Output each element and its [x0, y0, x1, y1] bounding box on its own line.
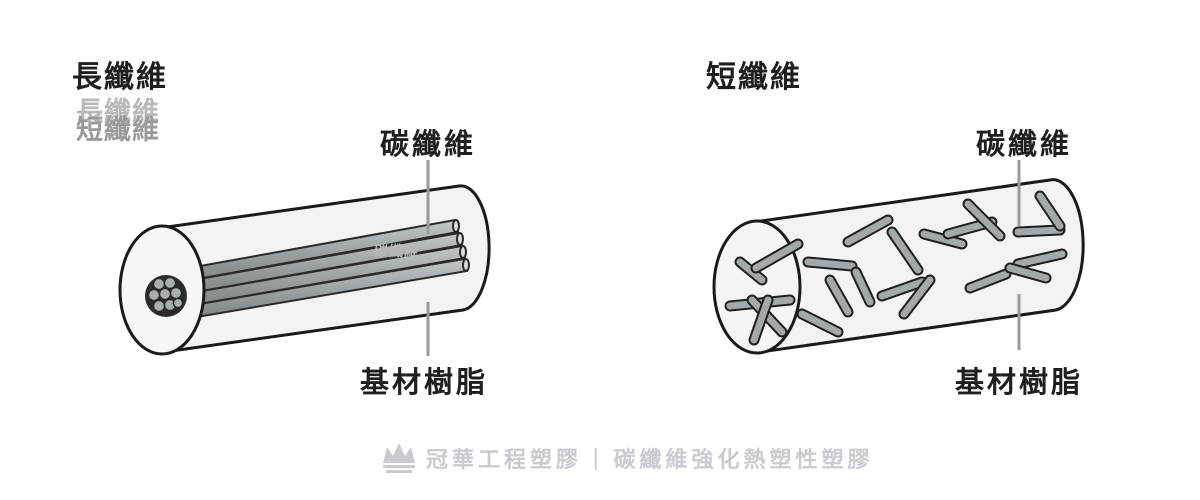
short-fiber-core	[888, 228, 922, 274]
ghost-overlap-text: 長纖維短纖維	[76, 97, 160, 146]
short-fibers	[724, 190, 1068, 346]
ghost-line-1: 長纖維	[76, 97, 160, 128]
watermark-company: 冠華工程塑膠	[426, 448, 583, 473]
ghost-line-2: 短纖維	[76, 115, 160, 146]
short-fiber-core	[1014, 250, 1066, 268]
short-fiber-core	[1014, 226, 1064, 236]
svg-text:碳纖維: 碳纖維	[374, 243, 419, 260]
short-fiber-core	[844, 216, 892, 246]
short-fiber-core	[964, 200, 1004, 240]
long-fiber-title: 長纖維	[72, 60, 168, 95]
long-fiber-cross-section	[145, 275, 187, 317]
watermark: 冠華工程塑膠 | 碳纖維強化熱塑性塑膠	[380, 440, 873, 476]
short-fiber-core	[804, 258, 856, 270]
short-fiber-core	[798, 310, 842, 336]
short-fiber-title: 短纖維	[706, 60, 802, 95]
short-matrix-label: 基材樹脂	[955, 365, 1084, 399]
long-fiber-cylinder: 碳纖維	[118, 160, 491, 356]
short-fiber-core	[750, 296, 772, 344]
crown-logo-icon	[383, 443, 415, 473]
short-fiber-core	[900, 276, 934, 318]
short-fiber-core	[752, 240, 802, 272]
watermark-separator: |	[592, 445, 604, 471]
short-fiber-core	[878, 278, 926, 300]
short-fiber-core	[1036, 192, 1064, 230]
watermark-tagline: 碳纖維強化熱塑性塑膠	[613, 448, 874, 473]
short-fiber-core	[920, 230, 966, 248]
long-fiber-label: 碳纖維	[380, 127, 477, 161]
short-fiber-label: 碳纖維	[976, 127, 1073, 161]
short-fiber-core	[852, 268, 874, 306]
short-fiber-cylinder	[712, 160, 1085, 355]
short-fiber-core	[1006, 264, 1050, 282]
long-matrix-label: 基材樹脂	[360, 365, 489, 399]
short-fiber-core	[966, 270, 1010, 292]
short-fiber-core	[736, 258, 766, 284]
short-fiber-core	[826, 276, 852, 316]
